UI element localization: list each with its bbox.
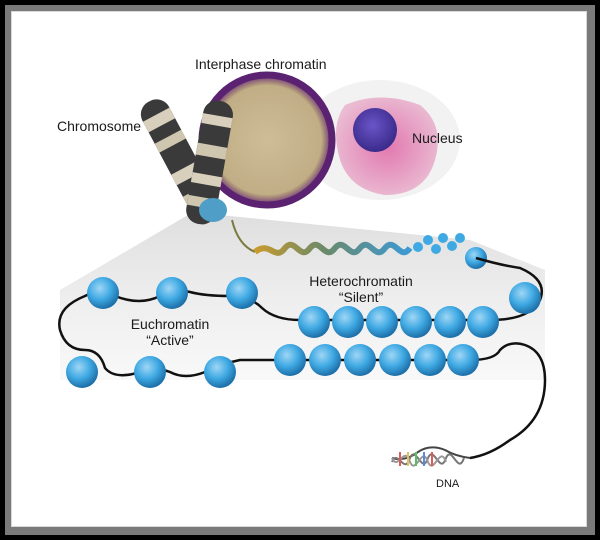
chromosome-label: Chromosome — [57, 118, 142, 134]
nucleosome-icon — [509, 282, 541, 314]
chromosome-icon — [140, 99, 233, 225]
euchromatin-label: Euchromatin — [130, 316, 210, 332]
chromatin-fiber — [58, 256, 547, 460]
coiled-fiber — [231, 219, 487, 269]
active-label: “Active” — [146, 332, 194, 348]
interphase-label: Interphase chromatin — [195, 56, 327, 72]
euchromatin-nucleosomes — [66, 277, 258, 388]
silent-label: “Silent” — [338, 289, 384, 305]
zoom-cone — [60, 205, 545, 380]
cell-nucleus-icon — [300, 80, 460, 200]
interphase-nucleus-icon — [198, 71, 336, 209]
nucleus-label: Nucleus — [412, 130, 463, 146]
heterochromatin-upper-row — [298, 306, 499, 338]
heterochromatin-lower-row — [274, 344, 479, 376]
dna-helix-icon — [391, 446, 471, 467]
heterochromatin-label: Heterochromatin — [309, 273, 413, 289]
dna-label: DNA — [436, 478, 460, 490]
